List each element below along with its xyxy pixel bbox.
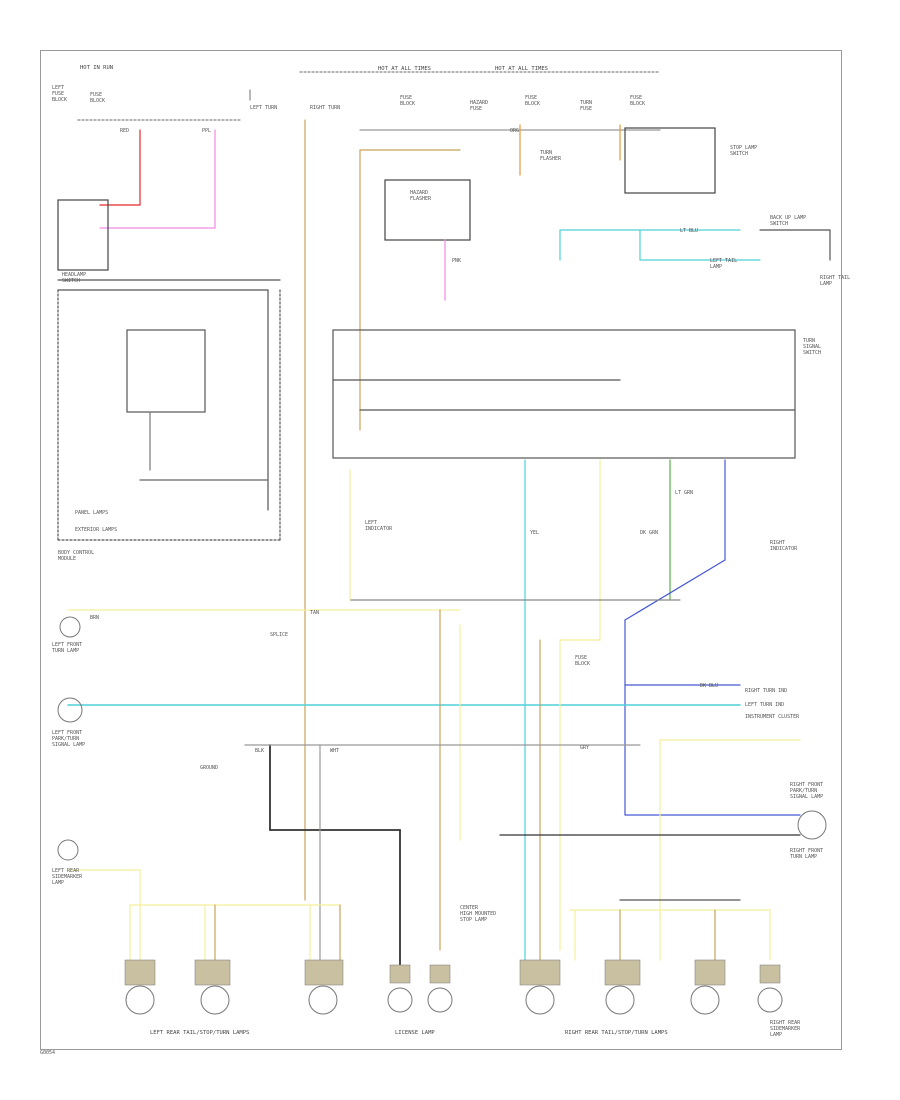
label-left-fuse-block: LEFT FUSE BLOCK <box>52 85 68 103</box>
headlamp-switch-box <box>57 199 109 271</box>
label-right-turn-ind: RIGHT TURN IND <box>745 688 788 694</box>
label-high-mount: CENTER HIGH MOUNTED STOP LAMP <box>460 905 497 923</box>
turn-signal-switch-box <box>332 329 796 459</box>
bulb-rr-3 <box>690 985 720 1015</box>
connector-rr-3 <box>694 959 726 986</box>
bulb-rr-side <box>757 987 783 1013</box>
label-stop-lamp-switch: STOP LAMP SWITCH <box>730 145 758 157</box>
label-lr-sidemarker: LEFT REAR SIDEMARKER LAMP <box>52 868 83 886</box>
connector-rr-2 <box>604 959 641 986</box>
label-hazard-fuse: HAZARD FUSE <box>470 100 489 112</box>
bulb-rr-1 <box>525 985 555 1015</box>
label-left-tail: LEFT TAIL LAMP <box>710 258 738 270</box>
tag-wht: WHT <box>330 748 340 754</box>
label-left-turn-ind: LEFT TURN IND <box>745 702 785 708</box>
tag-dk-grn: DK GRN <box>640 530 659 536</box>
tag-ppl: PPL <box>202 128 212 134</box>
bulb-rr-2 <box>605 985 635 1015</box>
label-backup-switch: BACK UP LAMP SWITCH <box>770 215 807 227</box>
connector-rr-side <box>759 964 781 984</box>
tag-lt-blu: LT BLU <box>680 228 699 234</box>
tag-pnk: PNK <box>452 258 462 264</box>
label-fuse-block-1: FUSE BLOCK <box>90 92 106 104</box>
connector-lr-3 <box>304 959 344 986</box>
tag-lt-grn: LT GRN <box>675 490 694 496</box>
label-right-indicator: RIGHT INDICATOR <box>770 540 798 552</box>
label-license-lamp: LICENSE LAMP <box>395 1030 435 1036</box>
label-left-indicator: LEFT INDICATOR <box>365 520 393 532</box>
label-instrument-cluster: INSTRUMENT CLUSTER <box>745 714 800 720</box>
bulb-lr-1 <box>125 985 155 1015</box>
bulb-lr-side <box>57 839 79 861</box>
bulb-lr-2 <box>200 985 230 1015</box>
label-turn-flasher: TURN FLASHER <box>540 150 562 162</box>
connector-lr-2 <box>194 959 231 986</box>
tag-tan: TAN <box>310 610 320 616</box>
diagram-frame <box>40 50 842 1050</box>
label-turn-signal-switch: TURN SIGNAL SWITCH <box>803 338 822 356</box>
connector-rr-1 <box>519 959 561 986</box>
tag-brn: BRN <box>90 615 100 621</box>
label-fuse-block-2: FUSE BLOCK <box>400 95 416 107</box>
tag-gry: GRY <box>580 745 590 751</box>
tag-yel: YEL <box>530 530 540 536</box>
hazard-flasher-box <box>384 179 471 241</box>
label-right-tail: RIGHT TAIL LAMP <box>820 275 851 287</box>
footer-code: G0054 <box>40 1050 56 1056</box>
label-hot-at-all-times: HOT AT ALL TIMES <box>378 66 431 72</box>
label-hot-at-all-times-2: HOT AT ALL TIMES <box>495 66 548 72</box>
bulb-lf-park <box>59 616 81 638</box>
bulb-lr-3 <box>308 985 338 1015</box>
label-fuse-block-5: FUSE BLOCK <box>575 655 591 667</box>
label-lf-turn: LEFT FRONT PARK/TURN SIGNAL LAMP <box>52 730 86 748</box>
relay-box <box>126 329 206 413</box>
tag-dk-blu: DK BLU <box>700 683 719 689</box>
label-fuse-block-4: FUSE BLOCK <box>630 95 646 107</box>
label-panel-lamps: PANEL LAMPS <box>75 510 109 516</box>
connector-license-2 <box>429 964 451 984</box>
bulb-rf-turn <box>797 810 827 840</box>
label-lf-park: LEFT FRONT TURN LAMP <box>52 642 83 654</box>
label-rf-turn: RIGHT FRONT TURN LAMP <box>790 848 824 860</box>
label-exterior-lamps: EXTERIOR LAMPS <box>75 527 118 533</box>
wire-dkblue-bend <box>624 559 726 621</box>
tag-org: ORG <box>510 128 520 134</box>
label-rf-park: RIGHT FRONT PARK/TURN SIGNAL LAMP <box>790 782 824 800</box>
connector-lr-1 <box>124 959 156 986</box>
tag-blk: BLK <box>255 748 265 754</box>
label-right-turn: RIGHT TURN <box>310 105 341 111</box>
label-right-rear-cluster: RIGHT REAR TAIL/STOP/TURN LAMPS <box>565 1030 668 1036</box>
label-hot-in-run: HOT IN RUN <box>80 65 114 71</box>
label-headlamp-switch: HEADLAMP SWITCH <box>62 272 87 284</box>
label-splice: SPLICE <box>270 632 289 638</box>
bulb-license-2 <box>427 987 453 1013</box>
label-turn-fuse: TURN FUSE <box>580 100 593 112</box>
label-left-rear-cluster: LEFT REAR TAIL/STOP/TURN LAMPS <box>150 1030 250 1036</box>
connector-license-1 <box>389 964 411 984</box>
bulb-lf-turn <box>57 697 83 723</box>
label-ground: GROUND <box>200 765 219 771</box>
label-rr-sidemarker: RIGHT REAR SIDEMARKER LAMP <box>770 1020 801 1038</box>
tag-red: RED <box>120 128 130 134</box>
label-hazard-flasher: HAZARD FLASHER <box>410 190 432 202</box>
stop-lamp-switch-box <box>624 127 716 194</box>
bulb-license-1 <box>387 987 413 1013</box>
label-left-turn: LEFT TURN <box>250 105 278 111</box>
label-fuse-block-3: FUSE BLOCK <box>525 95 541 107</box>
label-body-control-module: BODY CONTROL MODULE <box>58 550 95 562</box>
